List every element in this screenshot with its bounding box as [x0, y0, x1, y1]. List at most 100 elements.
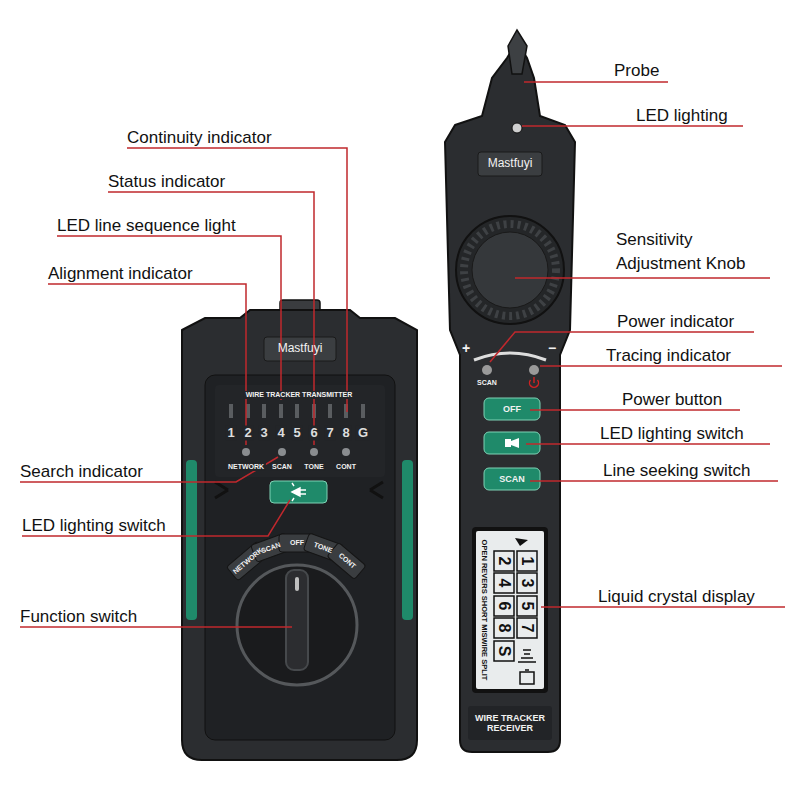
- mode-label: CONT: [334, 463, 358, 471]
- leader-line: [540, 365, 782, 367]
- scale-sign: +: [462, 340, 470, 356]
- pin-number: 1: [225, 426, 236, 441]
- light-icon: [292, 483, 306, 501]
- panel-title: WIRE TRACKER TRANSMITTER: [244, 391, 355, 399]
- transmitter-housing: [182, 310, 417, 760]
- leader-line: [526, 443, 770, 445]
- lcd-digit: 2: [495, 557, 513, 566]
- power-symbol: [530, 377, 539, 387]
- callout-label: Probe: [614, 59, 659, 83]
- indicator-dots: [242, 448, 350, 456]
- lcd-digit: 8: [495, 624, 513, 633]
- pin-number: G: [356, 426, 370, 441]
- lcd-mark: [515, 538, 528, 546]
- scale-sign: −: [548, 340, 556, 356]
- grip-strip: [402, 460, 413, 620]
- indicator-label: SCAN: [477, 379, 497, 387]
- digit-box: [517, 618, 537, 638]
- pointer-mark: [295, 577, 299, 591]
- pin-number: 4: [275, 426, 286, 441]
- button-label: OFF: [503, 404, 521, 414]
- led-bar: [361, 404, 365, 418]
- leader-line: [530, 409, 740, 411]
- power-button: [484, 398, 540, 420]
- light-button: [270, 481, 327, 503]
- pin-number: 7: [324, 426, 335, 441]
- brand-label: Mastfuyi: [488, 157, 533, 171]
- indicator-dot: [482, 365, 492, 375]
- indicator-dot: [529, 365, 539, 375]
- leader-line: [57, 236, 281, 400]
- pin-number: 8: [340, 426, 351, 441]
- callout-label: Search indicator: [20, 460, 143, 484]
- signal-icon: [518, 650, 536, 662]
- callout-label: Liquid crystal display: [598, 585, 755, 609]
- lcd-digit: 1: [518, 557, 536, 566]
- indicator-dot: [242, 448, 250, 456]
- pin-number: 5: [291, 426, 302, 441]
- leader-line: [20, 626, 292, 628]
- callout-label: LED line sequence light: [57, 214, 236, 238]
- digit-box: [494, 596, 514, 616]
- led-bar: [279, 404, 283, 418]
- receiver-housing: [445, 42, 575, 752]
- digit-box: [494, 641, 514, 661]
- brand-label: Mastfuyi: [278, 342, 323, 356]
- callout-label: Power button: [622, 388, 722, 412]
- callout-label: Status indicator: [108, 170, 225, 194]
- battery-icon: [520, 670, 534, 684]
- lcd-digit: 3: [518, 579, 536, 588]
- leader-lines: [20, 82, 785, 627]
- model-label: WIRE TRACKER RECEIVER: [470, 713, 550, 734]
- scan-button: [484, 468, 540, 490]
- led-bar: [229, 404, 233, 418]
- mode-label: SCAN: [270, 463, 294, 471]
- leader-line: [524, 81, 668, 83]
- lcd-digit: 6: [495, 602, 513, 611]
- lcd-digit: S: [495, 646, 513, 657]
- light-button: [484, 432, 540, 454]
- digit-box: [494, 618, 514, 638]
- led-bar: [262, 404, 266, 418]
- callout-label: Power indicator: [617, 310, 734, 334]
- callout-label: Line seeking switch: [603, 459, 750, 483]
- callout-label: LED lighting switch: [22, 514, 166, 538]
- indicator-dot: [342, 448, 350, 456]
- sensitivity-arc: [474, 353, 546, 360]
- indicator-dot: [310, 448, 318, 456]
- face-plate: [205, 375, 395, 740]
- callout-label: LED lighting switch: [600, 422, 744, 446]
- callout-label: LED lighting: [636, 104, 728, 128]
- lcd-digit: 4: [495, 579, 513, 588]
- pin-number: 3: [258, 426, 269, 441]
- leader-line: [48, 284, 246, 445]
- callout-label: Function switch: [20, 605, 137, 629]
- lcd-text: OPEN REVERS SHORT MISWIRE SPLIT: [480, 540, 489, 681]
- callout-label: Tracing indicator: [606, 344, 731, 368]
- led-lamp: [512, 123, 522, 133]
- lcd-frame: [472, 527, 548, 693]
- callout-label: Alignment indicator: [48, 262, 193, 286]
- leader-line: [515, 277, 770, 279]
- digit-box: [494, 573, 514, 593]
- dial-label: OFF: [290, 539, 304, 547]
- knob-ridges: [464, 224, 556, 316]
- indicator-dot: [278, 448, 286, 456]
- model-plate: [468, 706, 552, 740]
- sensitivity-knob: [456, 216, 564, 324]
- light-icon: [505, 438, 519, 448]
- function-dial: [237, 565, 357, 685]
- lcd-digit: 5: [518, 602, 536, 611]
- brand-plate: [478, 152, 542, 176]
- digit-box: [517, 573, 537, 593]
- pin-number: 6: [308, 426, 319, 441]
- probe-tip: [508, 30, 527, 74]
- button-label: SCAN: [499, 474, 525, 484]
- pin-number: 2: [242, 426, 253, 441]
- leader-line: [522, 125, 743, 127]
- lcd-screen: [476, 531, 544, 689]
- grip-strip: [186, 460, 197, 620]
- digit-boxes: [494, 551, 537, 661]
- led-panel: [215, 385, 385, 477]
